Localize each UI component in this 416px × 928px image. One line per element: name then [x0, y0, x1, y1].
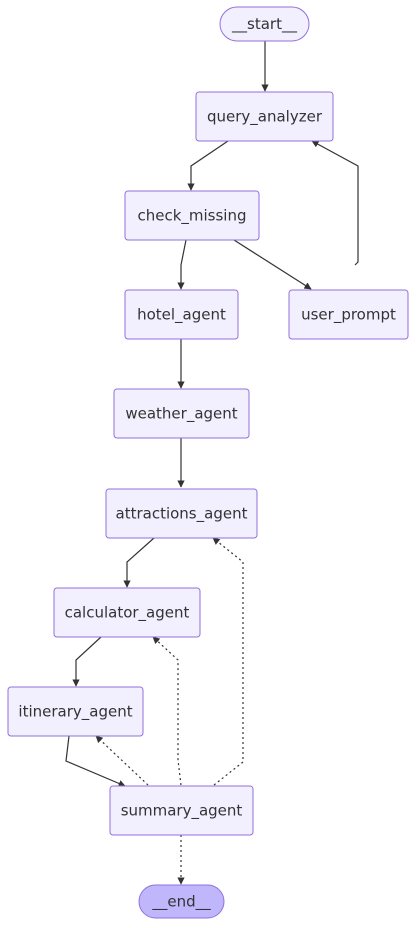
node-user-prompt-label: user_prompt: [301, 306, 396, 325]
node-start[interactable]: __start__: [219, 6, 310, 42]
edge-attractions-agent-to-calculator-agent: [123, 537, 155, 588]
edge-summary-agent-to-calculator-agent: [152, 636, 182, 786]
node-end[interactable]: __end__: [138, 884, 225, 919]
node-itinerary-agent[interactable]: itinerary_agent: [7, 686, 144, 737]
node-check-missing[interactable]: check_missing: [124, 190, 260, 241]
node-summary-agent-label: summary_agent: [121, 802, 243, 821]
edge-summary-agent-to-itinerary-agent: [95, 735, 149, 786]
node-calculator-agent-label: calculator_agent: [65, 604, 190, 623]
node-attractions-agent-label: attractions_agent: [116, 505, 248, 524]
edge-summary-agent-to-attractions-agent: [212, 537, 244, 786]
edge-check-missing-to-hotel-agent: [177, 239, 187, 290]
edges: [65, 41, 359, 885]
node-query-analyzer-label: query_analyzer: [207, 108, 323, 127]
node-query-analyzer[interactable]: query_analyzer: [195, 91, 334, 142]
node-end-label: __end__: [151, 893, 211, 912]
edge-check-missing-to-user-prompt: [233, 239, 312, 290]
node-weather-agent-label: weather_agent: [125, 405, 237, 424]
node-weather-agent[interactable]: weather_agent: [113, 388, 250, 439]
node-itinerary-agent-label: itinerary_agent: [18, 703, 132, 722]
node-hotel-agent-label: hotel_agent: [137, 306, 226, 325]
node-attractions-agent[interactable]: attractions_agent: [105, 488, 258, 539]
node-user-prompt[interactable]: user_prompt: [288, 289, 409, 340]
edge-user-prompt-to-query-analyzer: [311, 140, 359, 266]
edge-calculator-agent-to-itinerary-agent: [72, 636, 102, 687]
node-summary-agent[interactable]: summary_agent: [109, 785, 254, 836]
node-calculator-agent[interactable]: calculator_agent: [53, 587, 201, 638]
node-check-missing-label: check_missing: [137, 207, 246, 226]
node-start-label: __start__: [231, 15, 297, 34]
edge-itinerary-agent-to-summary-agent: [65, 735, 126, 787]
edge-query-analyzer-to-check-missing: [187, 140, 229, 191]
node-hotel-agent[interactable]: hotel_agent: [124, 289, 239, 340]
